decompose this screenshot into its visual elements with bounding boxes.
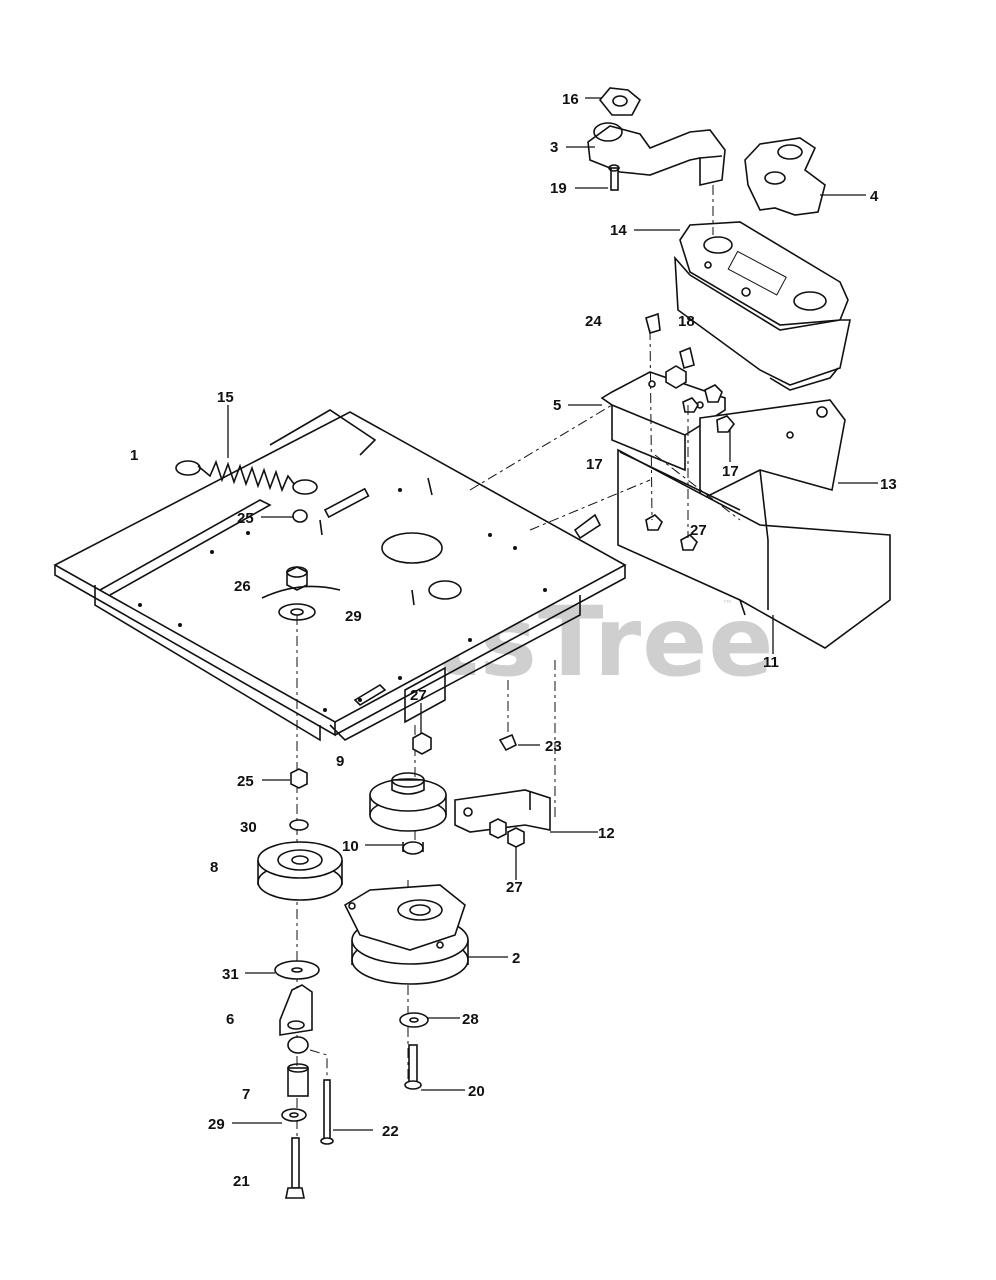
callout-25-top: 25 [237,510,254,527]
mount-plate [261,585,341,599]
exhaust-pipe-4[interactable] [744,137,826,216]
callout-29-bottom: 29 [208,1116,225,1133]
nut-25-top[interactable] [292,509,308,523]
washer-28[interactable] [399,1012,429,1028]
nut-25-lower[interactable] [290,768,308,789]
callout-15: 15 [217,389,234,406]
muffler-bracket[interactable] [600,371,726,472]
callout-18: 18 [678,313,695,330]
bushing-7[interactable] [287,1063,309,1097]
leader-lines [227,97,878,1131]
callout-16: 16 [562,91,579,108]
callout-31: 31 [222,966,239,983]
guard[interactable] [617,448,891,649]
callout-20: 20 [468,1083,485,1100]
bolt-23[interactable] [498,733,518,752]
callout-14: 14 [610,222,627,239]
callout-labels: 1 2 3 4 5 6 7 8 9 10 11 12 13 14 15 16 1… [130,91,897,1190]
callout-17-left: 17 [586,456,603,473]
callout-30: 30 [240,819,257,836]
callout-27-deck: 27 [410,687,427,704]
deck-plate[interactable] [53,409,627,742]
pin-22[interactable] [320,1079,334,1145]
pto-clutch-2[interactable] [343,884,469,985]
nut-27-deck[interactable] [412,732,432,755]
spring[interactable] [175,459,318,495]
pulley-9[interactable] [369,772,447,832]
callout-27-shield: 27 [690,522,707,539]
bolt-19[interactable] [608,164,620,191]
callout-22: 22 [382,1123,399,1140]
callout-12: 12 [598,825,615,842]
callout-23: 23 [545,738,562,755]
watermark-trademark: ™ [722,598,733,611]
callout-19: 19 [550,180,567,197]
callout-9: 9 [336,753,344,770]
callout-21: 21 [233,1173,250,1190]
callout-4: 4 [870,188,879,205]
bolt-20[interactable] [404,1044,422,1090]
callout-10: 10 [342,838,359,855]
assembly-line [529,479,651,531]
callout-13: 13 [880,476,897,493]
callout-8: 8 [210,859,218,876]
exhaust-pipe[interactable] [587,122,726,187]
spacer-10[interactable] [402,841,424,855]
callout-28: 28 [462,1011,479,1028]
callout-7: 7 [242,1086,250,1103]
bracket-12[interactable] [454,789,551,833]
callout-27-bracket: 27 [506,879,523,896]
nut-26[interactable] [286,566,308,591]
washer-29-bottom[interactable] [281,1108,307,1122]
callout-24: 24 [585,313,602,330]
callout-1: 1 [130,447,138,464]
callout-25-bottom: 25 [237,773,254,790]
idler-pulley-8[interactable] [257,841,343,901]
callout-11: 11 [763,654,779,671]
assembly-line [309,1049,328,1080]
washer-30[interactable] [289,819,309,831]
callout-6: 6 [226,1011,234,1028]
callout-26: 26 [234,578,251,595]
callout-3: 3 [550,139,558,156]
callout-2: 2 [512,950,520,967]
nuts-27-bracket[interactable] [489,818,525,848]
idler-arm-6[interactable] [279,984,313,1054]
bolt-21[interactable] [285,1137,305,1199]
callout-17-right: 17 [722,463,739,480]
exhaust-flange-16[interactable] [598,87,642,116]
assembly-line [469,404,613,491]
washer-31[interactable] [274,960,320,980]
callout-5: 5 [553,397,561,414]
callout-29-top: 29 [345,608,362,625]
bolts-muffler-bracket[interactable] [573,312,736,551]
heat-shield[interactable] [699,399,846,502]
muffler[interactable] [674,221,851,391]
assembly-line [654,454,741,521]
